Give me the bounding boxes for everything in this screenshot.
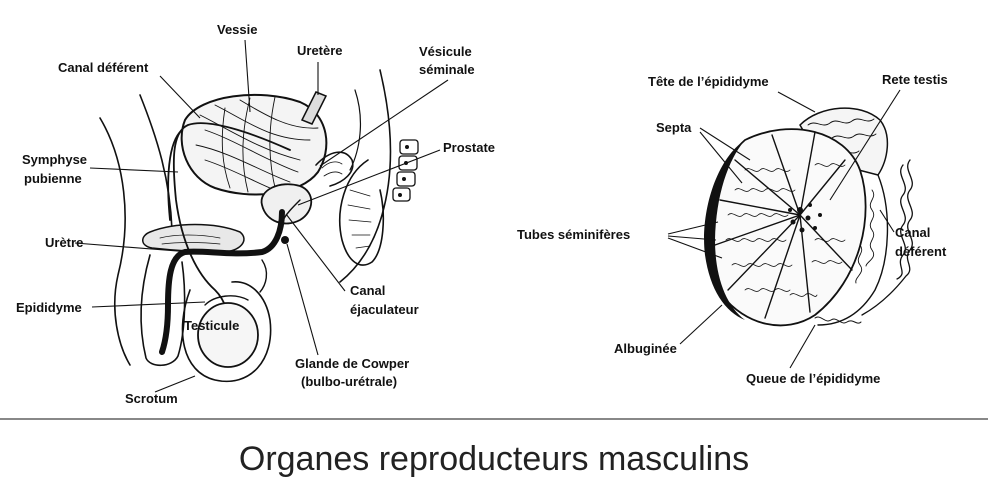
sagittal-section-drawing [99,69,419,383]
label-canal-deferent-right-line2: déférent [895,244,947,259]
label-albuginee: Albuginée [614,341,677,356]
figure-title: Organes reproducteurs masculins [239,440,749,478]
seminiferous-tubules [725,163,846,297]
label-vesicule-line1: Vésicule [419,44,472,59]
testis-section-drawing [704,107,913,327]
left-diagram-labels: Vessie Uretère Canal déférent Vésicule s… [16,22,495,406]
label-symphyse-line1: Symphyse [22,152,87,167]
label-testicule: Testicule [184,318,239,333]
septa-lines [714,131,853,319]
label-tete-epididyme: Tête de l’épididyme [648,74,769,89]
label-cowper-line2: (bulbo-urétrale) [301,374,397,389]
right-leader-lines [667,89,901,369]
label-vesicule-line2: séminale [419,62,475,77]
label-scrotum: Scrotum [125,391,178,406]
label-prostate: Prostate [443,140,495,155]
sacral-vertebrae [392,139,419,202]
label-queue-epididyme: Queue de l’épididyme [746,371,880,386]
label-uretre: Urètre [45,235,83,250]
label-canal-deferent: Canal déférent [58,60,149,75]
label-canal-ejac-line1: Canal [350,283,385,298]
label-tubes-seminiferes: Tubes séminifères [517,227,630,242]
label-symphyse-line2: pubienne [24,171,82,186]
rete-testis-network [788,203,822,233]
label-rete-testis: Rete testis [882,72,948,87]
label-septa: Septa [656,120,692,135]
label-cowper-line1: Glande de Cowper [295,356,409,371]
label-canal-ejac-line2: éjaculateur [350,302,419,317]
label-canal-deferent-right-line1: Canal [895,225,930,240]
left-leader-lines [74,39,449,393]
label-uretere: Uretère [297,43,343,58]
label-epididyme: Epididyme [16,300,82,315]
right-diagram-labels: Tête de l’épididyme Rete testis Septa Tu… [517,72,948,386]
bladder-drawing [180,93,328,196]
label-vessie: Vessie [217,22,258,37]
